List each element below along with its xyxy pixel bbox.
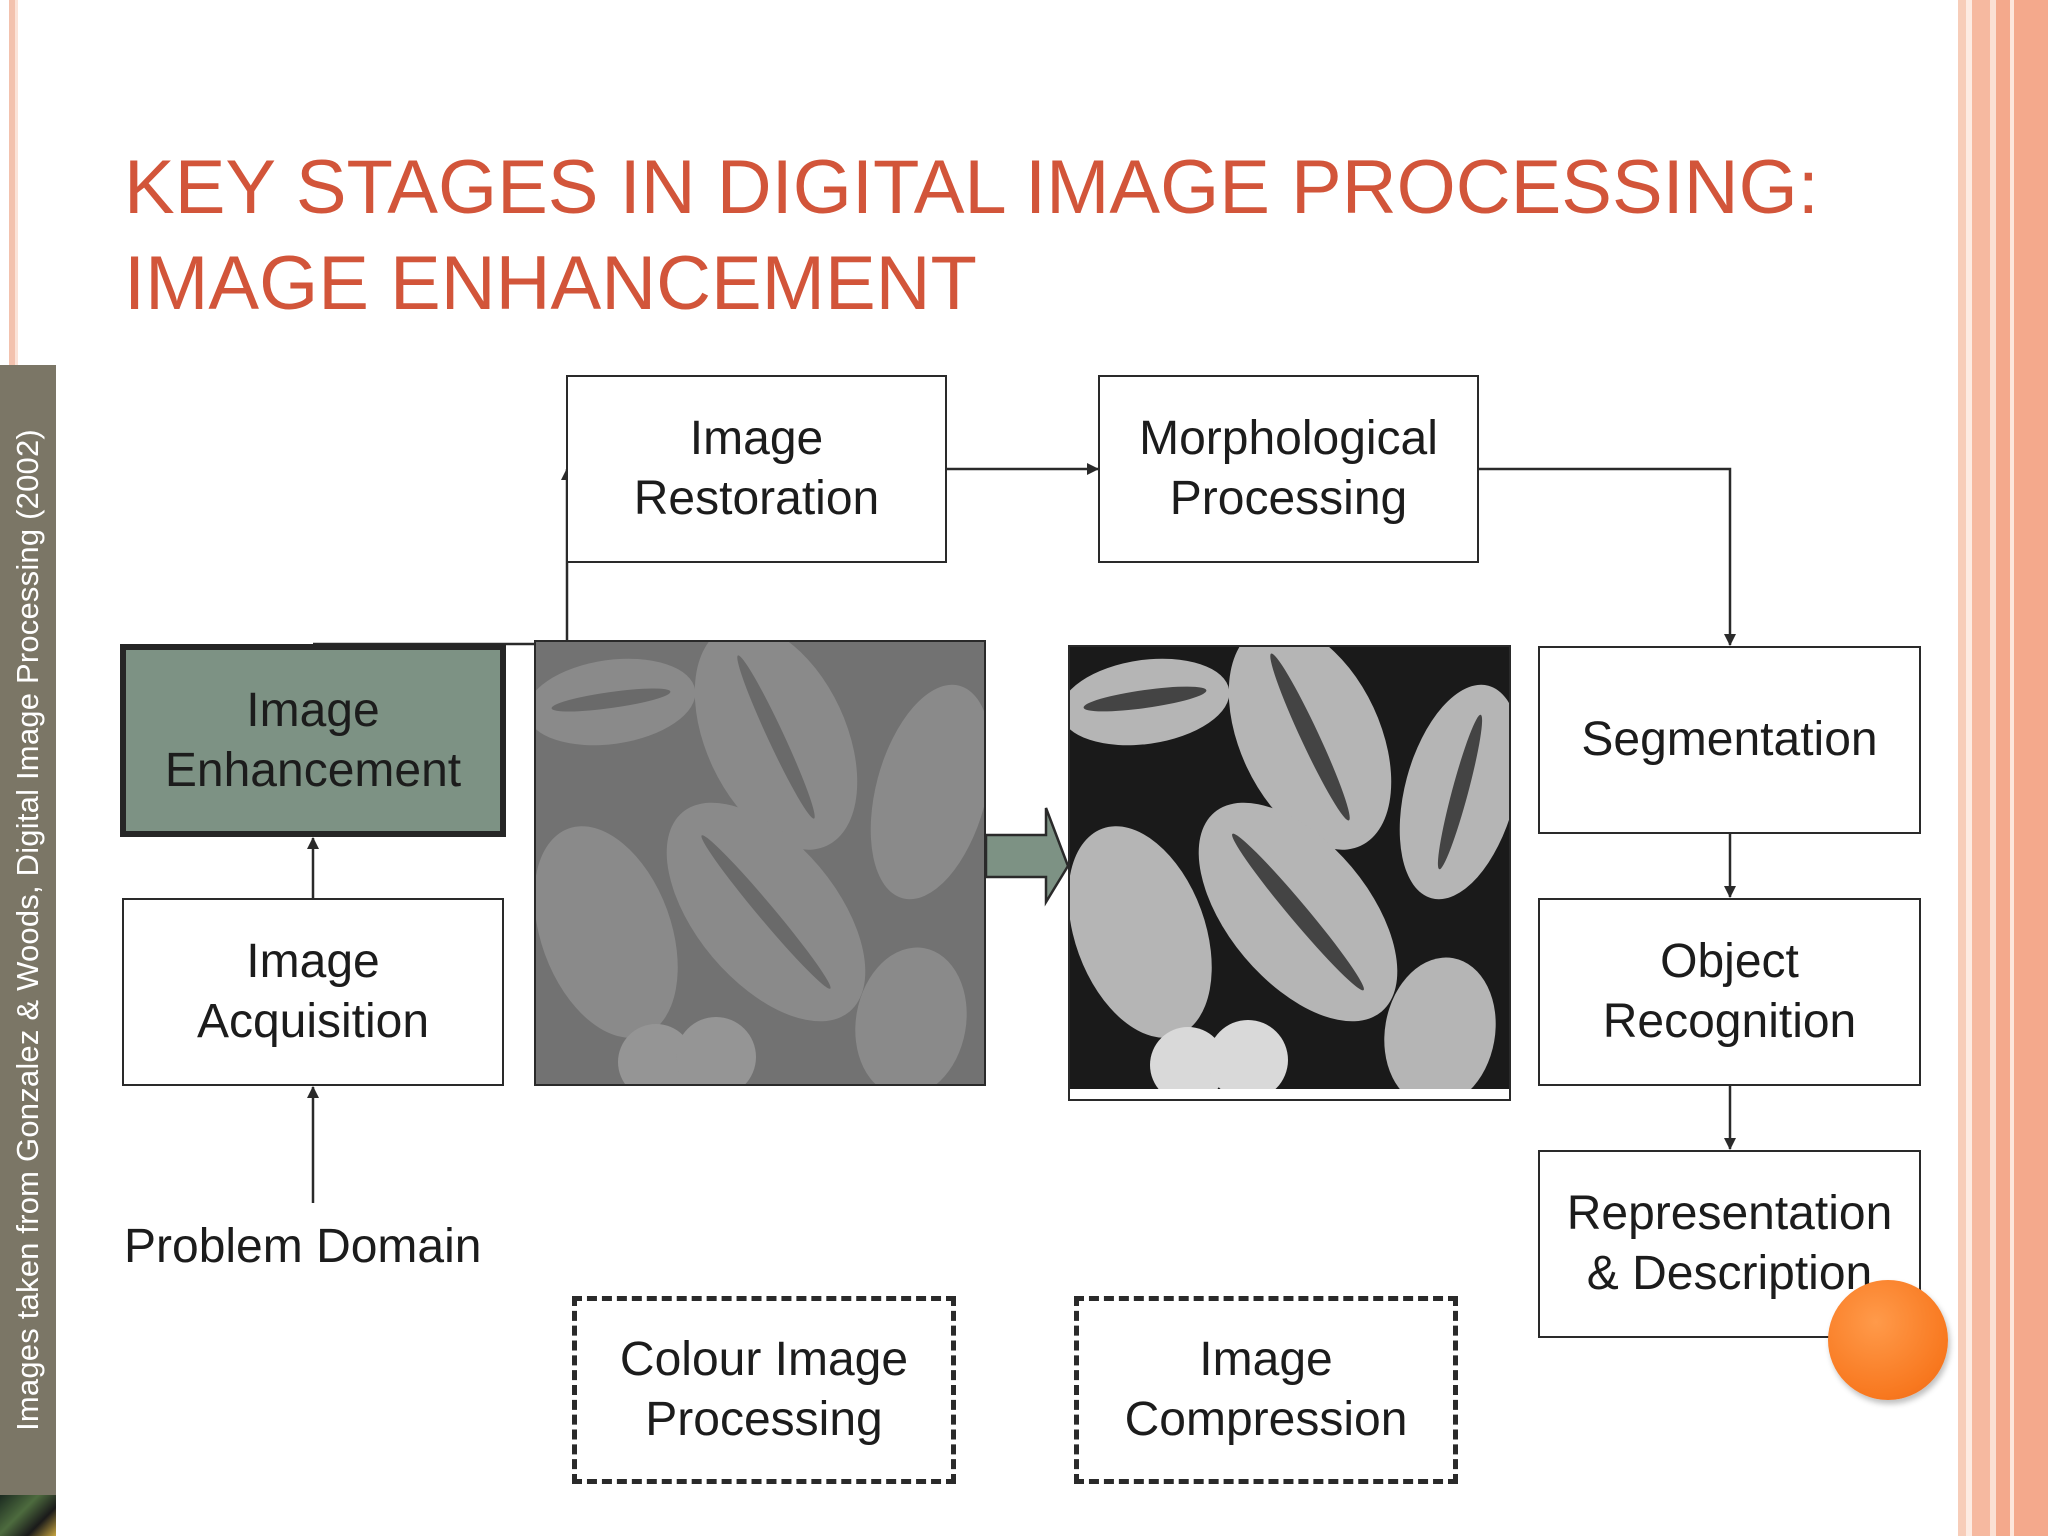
credit-logo-icon bbox=[0, 1495, 56, 1536]
right-decor-band bbox=[1990, 0, 1996, 1536]
node-label: Colour Image Processing bbox=[619, 1333, 909, 1446]
pollen-image-original bbox=[534, 640, 986, 1086]
slide-title: KEY STAGES IN DIGITAL IMAGE PROCESSING: … bbox=[124, 140, 1954, 332]
node-image-enhancement: Image Enhancement bbox=[120, 644, 506, 837]
node-label: Segmentation bbox=[1581, 713, 1878, 766]
node-label: Image Acquisition bbox=[196, 935, 430, 1048]
node-image-restoration: Image Restoration bbox=[566, 375, 947, 563]
node-label: Image Restoration bbox=[633, 412, 880, 525]
node-representation-description: Representation & Description bbox=[1538, 1150, 1921, 1338]
node-label: Morphological Processing bbox=[1139, 412, 1438, 525]
node-label: Image Enhancement bbox=[164, 683, 462, 797]
node-colour-image-processing: Colour Image Processing bbox=[572, 1296, 956, 1484]
right-decor-band bbox=[1966, 0, 1972, 1536]
right-decor-band bbox=[1996, 0, 2048, 1536]
pollen-image-enhanced bbox=[1068, 645, 1511, 1101]
right-decor-band bbox=[2010, 0, 2014, 1536]
enhancement-block-arrow bbox=[984, 807, 1070, 907]
credit-strip bbox=[0, 365, 56, 1495]
right-decor-band bbox=[1972, 0, 1990, 1536]
node-object-recognition: Object Recognition bbox=[1538, 898, 1921, 1086]
node-label: Object Recognition bbox=[1602, 935, 1857, 1048]
node-label: Image Compression bbox=[1124, 1333, 1408, 1446]
node-image-compression: Image Compression bbox=[1074, 1296, 1458, 1484]
arrow-enhancement-to-restoration bbox=[313, 468, 573, 646]
arrow-morphological-to-segmentation bbox=[1478, 467, 1736, 646]
node-label: Representation & Description bbox=[1566, 1187, 1893, 1300]
node-morphological-processing: Morphological Processing bbox=[1098, 375, 1479, 563]
problem-domain-label: Problem Domain bbox=[124, 1220, 482, 1273]
node-image-acquisition: Image Acquisition bbox=[122, 898, 504, 1086]
slide-title-line-1: KEY STAGES IN DIGITAL IMAGE PROCESSING: bbox=[124, 145, 1819, 230]
node-segmentation: Segmentation bbox=[1538, 646, 1921, 834]
orange-circle-decoration bbox=[1828, 1280, 1948, 1400]
slide-title-line-2: IMAGE ENHANCEMENT bbox=[124, 241, 977, 326]
right-decor-band bbox=[1958, 0, 1966, 1536]
